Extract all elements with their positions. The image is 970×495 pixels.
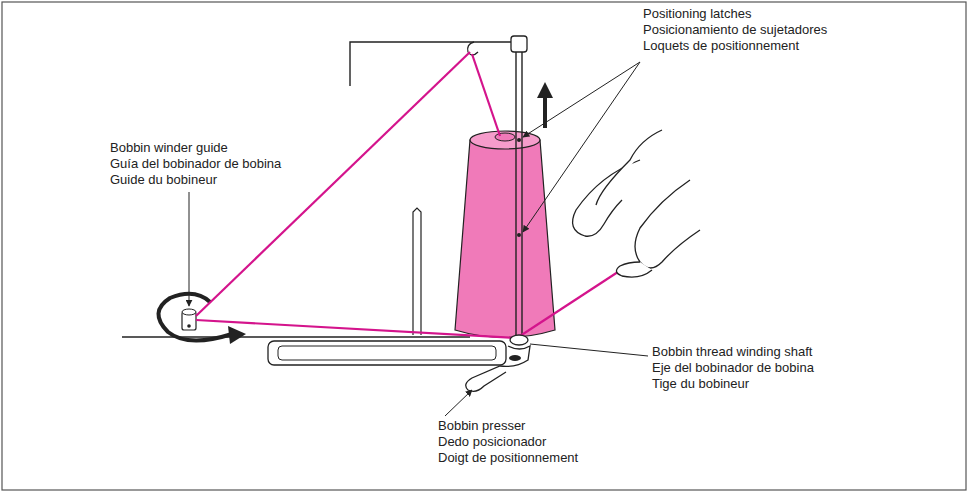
bobbin-presser <box>466 346 530 391</box>
part-label: Tige du bobineur <box>652 376 749 392</box>
frame <box>2 2 966 490</box>
part-label: Bobbin presser <box>438 418 525 434</box>
stand-knob <box>511 36 527 52</box>
stand-rod <box>521 52 522 338</box>
positioning-latch <box>517 233 521 237</box>
part-label: Guía del bobinador de bobina <box>110 156 281 172</box>
part-label: Posicionamiento de sujetadores <box>643 22 827 38</box>
winding-shaft <box>510 335 528 345</box>
spool-top <box>470 131 540 149</box>
lift-arrow-head <box>537 82 553 98</box>
spool-hole <box>495 133 515 141</box>
part-label: Loquets de positionnement <box>643 38 799 54</box>
positioning-latch <box>517 138 521 142</box>
part-label: Dedo posicionador <box>438 434 546 450</box>
thread-spool <box>455 135 555 338</box>
thread <box>196 52 624 338</box>
leader-line <box>189 62 648 416</box>
part-label: Positioning latches <box>643 6 751 22</box>
winder-guide-screw <box>187 324 191 328</box>
rotation-arrow-head <box>228 326 246 344</box>
winder-guide-top <box>182 309 196 315</box>
spool-pin <box>413 208 421 335</box>
part-label: Guide du bobineur <box>110 172 217 188</box>
part-label: Doigt de positionnement <box>438 450 578 466</box>
thread-guide-arm <box>350 42 511 86</box>
part-label: Eje del bobinador de bobina <box>652 360 814 376</box>
part-label: Bobbin winder guide <box>110 140 228 156</box>
rotation-arrow <box>158 294 232 341</box>
presser-hole <box>509 355 521 361</box>
slot <box>268 341 506 365</box>
stand-rod <box>515 52 516 338</box>
part-label: Bobbin thread winding shaft <box>652 344 812 360</box>
hand <box>573 130 700 277</box>
slot-inner <box>278 346 496 360</box>
